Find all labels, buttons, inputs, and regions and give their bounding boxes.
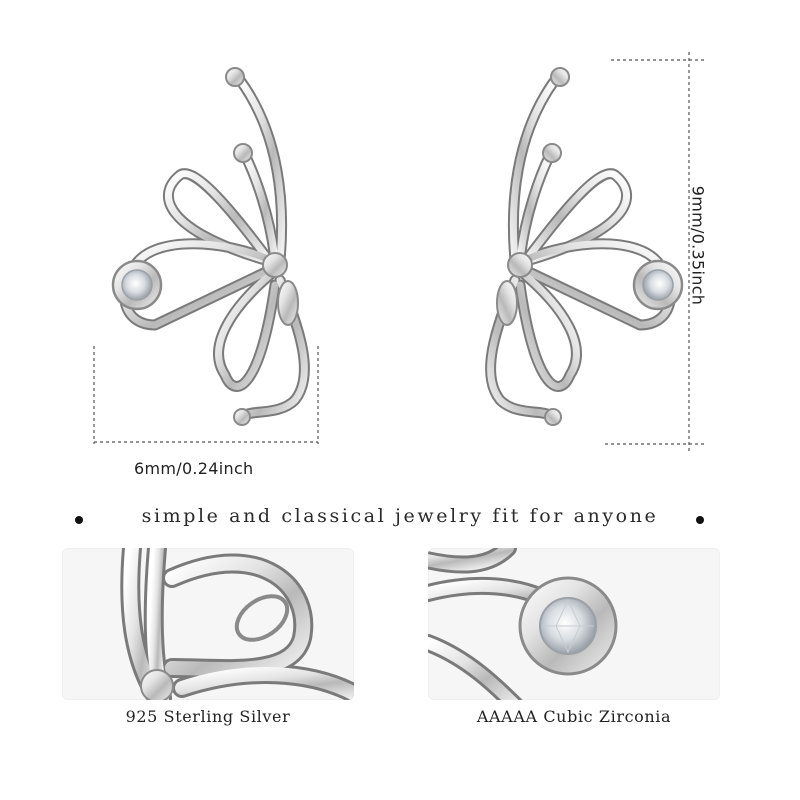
detail-panel-zirconia [428, 548, 720, 700]
left-butterfly-earring [111, 67, 310, 426]
tagline-bullet-left [75, 516, 83, 524]
width-dimension-lines [93, 346, 319, 444]
zirconia-closeup-image [428, 548, 618, 700]
height-dimension-lines [605, 52, 705, 454]
tagline: simple and classical jewelry fit for any… [141, 505, 659, 527]
height-dimension-label: 9mm/0.35inch [688, 185, 708, 306]
caption-zirconia: AAAAA Cubic Zirconia [476, 707, 672, 726]
tagline-bullet-right [696, 516, 704, 524]
right-butterfly-earring [485, 67, 684, 426]
caption-silver: 925 Sterling Silver [125, 707, 291, 726]
width-dimension-label: 6mm/0.24inch [134, 459, 254, 478]
silver-closeup-image [120, 548, 354, 700]
detail-panel-silver [62, 548, 354, 700]
